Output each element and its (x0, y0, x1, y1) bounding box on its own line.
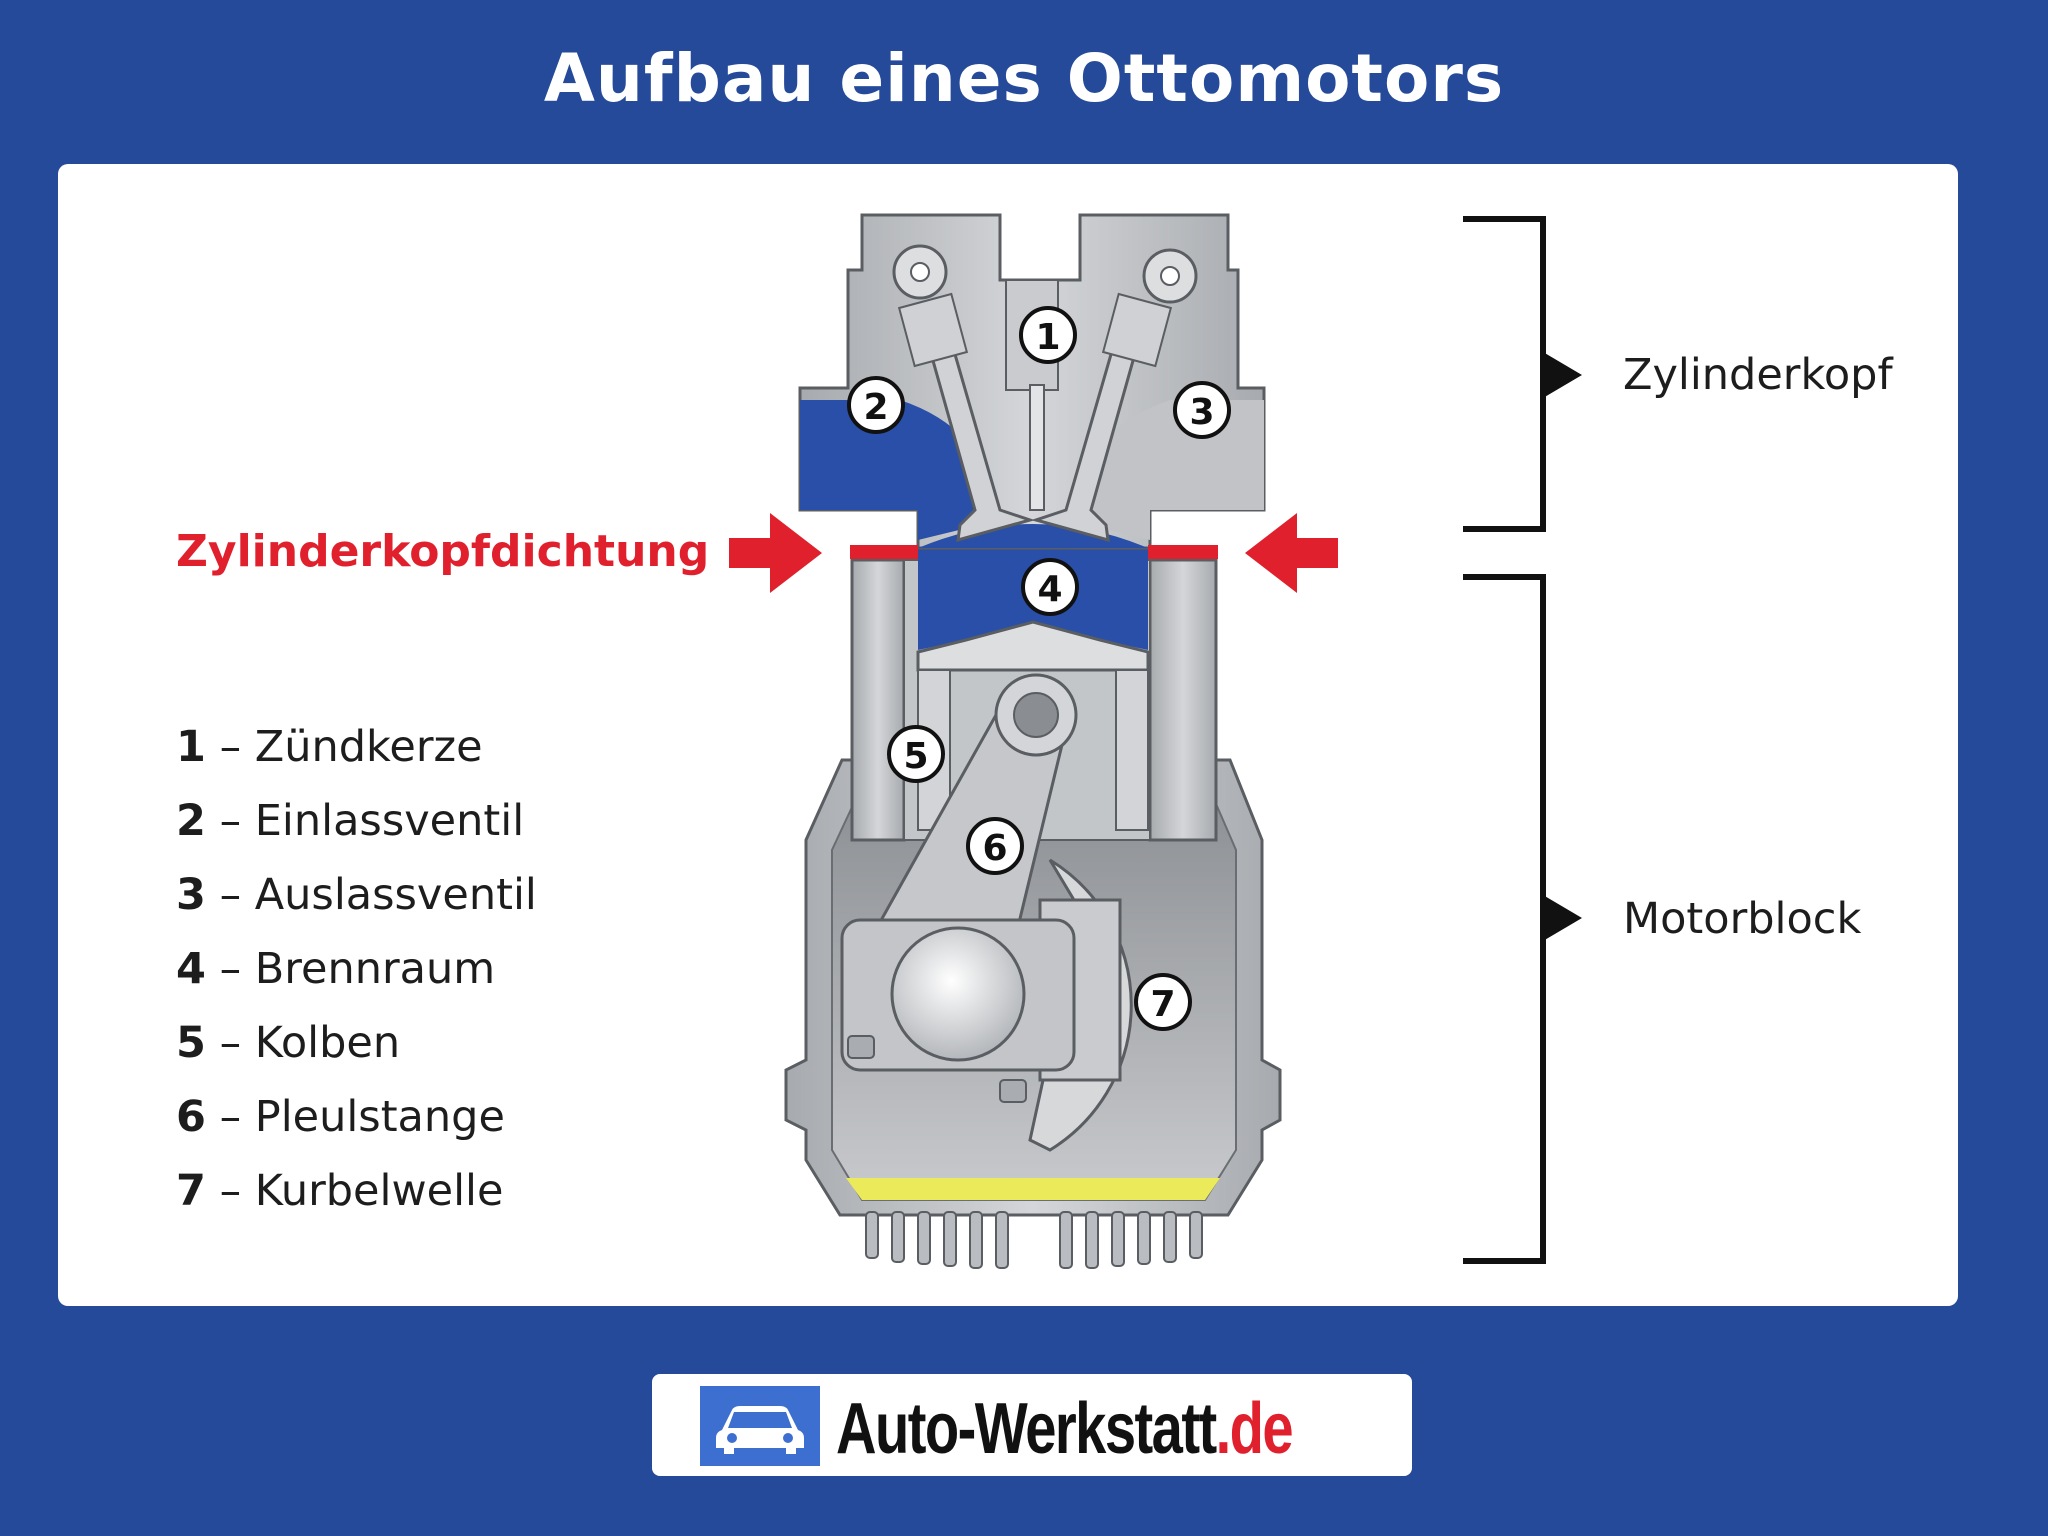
brand-logo: Auto-Werkstatt.de (652, 1374, 1412, 1476)
legend-number: 2 (176, 796, 206, 846)
legend-number: 3 (176, 870, 206, 920)
brand-tld: .de (1215, 1389, 1294, 1469)
legend-item: 4 – Brennraum (176, 944, 537, 1018)
legend-number: 5 (176, 1018, 206, 1068)
legend-item: 1 – Zündkerze (176, 722, 537, 796)
legend-item: 2 – Einlassventil (176, 796, 537, 870)
legend-number: 4 (176, 944, 206, 994)
legend-number: 7 (176, 1166, 206, 1216)
legend-item: 3 – Auslassventil (176, 870, 537, 944)
motorblock-label: Motorblock (1623, 894, 1862, 944)
legend-number: 6 (176, 1092, 206, 1142)
legend-number: 1 (176, 722, 206, 772)
legend: 1 – Zündkerze 2 – Einlassventil 3 – Ausl… (176, 722, 537, 1240)
brand-wordmark: Auto-Werkstatt.de (836, 1388, 1294, 1470)
legend-text: – Auslassventil (205, 870, 537, 920)
car-icon (700, 1386, 820, 1466)
legend-text: – Zündkerze (205, 722, 483, 772)
page-title: Aufbau eines Ottomotors (543, 40, 1505, 117)
legend-item: 6 – Pleulstange (176, 1092, 537, 1166)
legend-text: – Kurbelwelle (205, 1166, 504, 1216)
legend-text: – Brennraum (205, 944, 496, 994)
legend-text: – Einlassventil (205, 796, 525, 846)
zylinderkopf-label: Zylinderkopf (1623, 350, 1893, 400)
legend-item: 7 – Kurbelwelle (176, 1166, 537, 1240)
legend-text: – Pleulstange (205, 1092, 505, 1142)
brand-name: Auto-Werkstatt (836, 1389, 1217, 1469)
legend-text: – Kolben (205, 1018, 401, 1068)
gasket-label: Zylinderkopfdichtung (176, 526, 710, 577)
legend-item: 5 – Kolben (176, 1018, 537, 1092)
